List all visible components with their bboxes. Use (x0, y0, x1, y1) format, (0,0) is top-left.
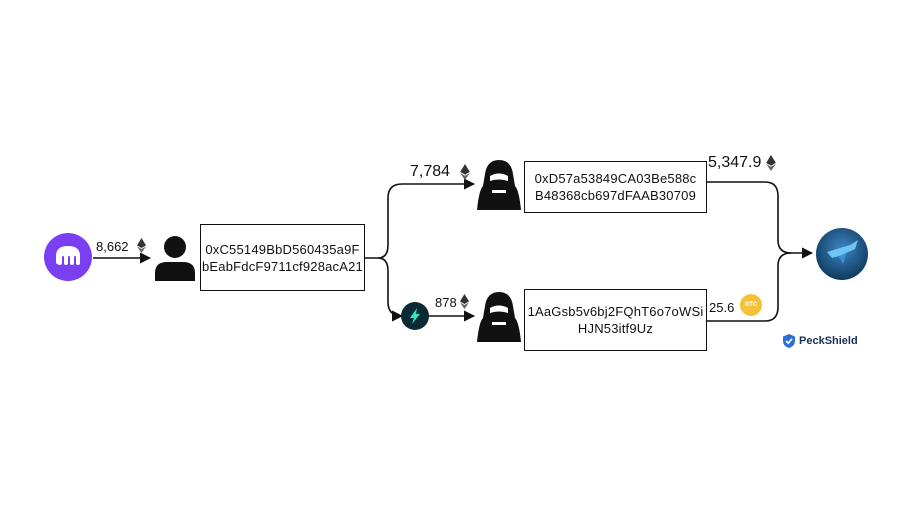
btc-coin-icon: BTC (740, 294, 762, 316)
flow-amount-eth-hacker: 7,784 (410, 163, 451, 180)
hacker-icon (477, 160, 521, 210)
btc-coin-label: BTC (744, 302, 758, 308)
arrow-hop-to-bridge (377, 257, 404, 322)
flow-amount-btc-out: 25.6 (709, 300, 735, 315)
hacker-icon (477, 292, 521, 342)
eth-icon (766, 155, 776, 171)
eth-icon (460, 294, 469, 309)
kraken-logo-icon (44, 233, 92, 281)
bird-logo-icon (816, 228, 868, 280)
thorchain-logo-icon (401, 302, 429, 330)
peckshield-brand: PeckShield (799, 335, 858, 347)
btc-hacker-address-box: 1AaGsb5v6bj2FQhT6o7oWSi HJN53itf9Uz (524, 289, 707, 351)
eth-icon (460, 164, 470, 180)
person-icon (153, 235, 197, 281)
peckshield-logo-icon (783, 334, 795, 348)
eth-hacker-address-box: 0xD57a53849CA03Be588c B48368cb697dFAAB30… (524, 161, 707, 213)
arrow-hop-to-eth-hacker (364, 178, 476, 259)
flow-amount-bridge: 878 (435, 295, 457, 310)
flow-amount-source: 8,662 (96, 239, 129, 254)
hop-address-box: 0xC55149BbD560435a9F bEabFdcF9711cf928ac… (200, 224, 365, 291)
flow-amount-eth-out: 5,347.9 (708, 154, 762, 171)
arrow-btc-to-destination (706, 252, 792, 322)
eth-icon (137, 238, 146, 253)
arrow-eth-to-destination (706, 181, 814, 259)
peckshield-watermark: PeckShield (782, 334, 858, 348)
